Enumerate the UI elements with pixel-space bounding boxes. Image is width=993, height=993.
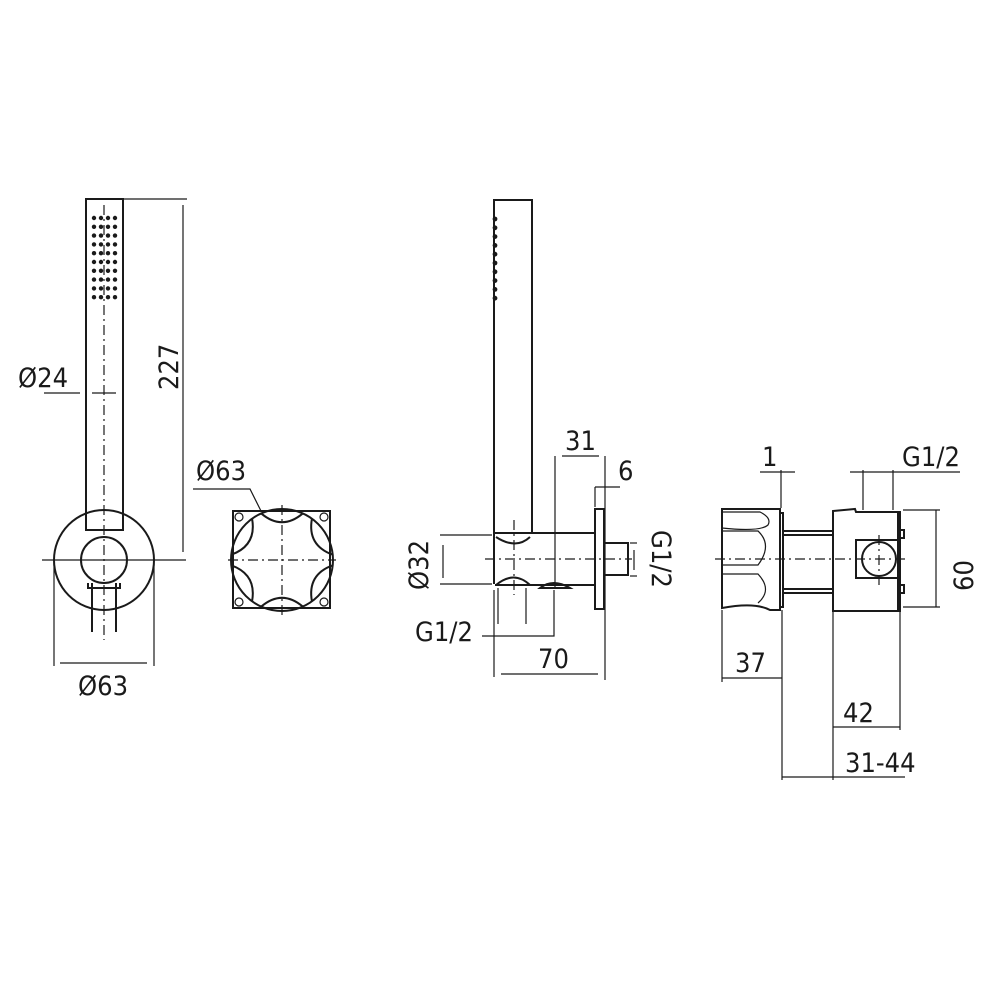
- dim-42: 42: [843, 698, 874, 729]
- spray-nozzles-side: [492, 216, 498, 301]
- lug: [899, 529, 905, 539]
- nozzle-dot: [105, 215, 111, 221]
- nozzle-dot: [105, 259, 111, 265]
- dim-g12-inlet: G1/2: [902, 442, 960, 473]
- dim-37: 37: [735, 648, 766, 679]
- dim-6: 6: [618, 456, 633, 487]
- nozzle-dot: [91, 295, 97, 300]
- nozzle-dot: [112, 251, 118, 256]
- nozzle-dot: [105, 277, 111, 282]
- leader-line: [193, 488, 262, 512]
- screw-hole: [319, 597, 329, 607]
- dim-g12-outlet: G1/2: [645, 530, 676, 588]
- dim-d32: Ø32: [404, 540, 435, 590]
- nozzle-dot: [98, 295, 104, 300]
- hose-connector: [537, 582, 574, 589]
- dim-1: 1: [762, 442, 777, 473]
- nozzle-dot: [112, 259, 118, 265]
- scallops: [230, 512, 334, 608]
- nozzle-dot: [112, 286, 118, 291]
- nozzle-dot: [105, 286, 111, 291]
- dim-d63-escutcheon: Ø63: [196, 456, 246, 487]
- valve-body-view: 1 G1/2 60 37 42 31-44: [715, 442, 980, 780]
- scallop: [230, 518, 254, 556]
- nozzle-dot: [492, 251, 498, 257]
- nozzle-dot: [492, 269, 498, 275]
- nozzle-dot: [492, 225, 498, 231]
- knob-grooves: [721, 511, 770, 604]
- nozzle-dot: [105, 242, 111, 247]
- scallop: [260, 512, 304, 524]
- spray-nozzles: [91, 215, 118, 300]
- nozzle-dot: [112, 215, 118, 221]
- dim-31-44: 31-44: [845, 748, 916, 779]
- screw-hole: [234, 512, 244, 522]
- screw-hole: [319, 512, 329, 522]
- dim-d63: Ø63: [78, 671, 128, 702]
- nozzle-dot: [112, 224, 118, 229]
- front-view: 227 Ø24 Ø63: [18, 198, 187, 702]
- nozzle-dot: [91, 277, 97, 282]
- scallop: [310, 518, 334, 556]
- nozzle-dot: [492, 260, 498, 266]
- hand-shower-side: [493, 199, 533, 534]
- stems: [783, 530, 833, 594]
- dim-60: 60: [949, 560, 980, 591]
- nozzle-dot: [98, 277, 104, 282]
- side-view: Ø32 31 6 G1/2 G1/2 70: [404, 199, 676, 680]
- knob: [721, 508, 781, 611]
- nozzle-dot: [492, 243, 498, 248]
- nozzle-dot: [492, 278, 498, 283]
- nozzle-dot: [91, 268, 97, 273]
- cover-plate: [779, 512, 784, 608]
- nozzle-dot: [105, 224, 111, 229]
- nozzle-dot: [105, 268, 111, 273]
- nozzle-dot: [492, 287, 498, 292]
- dim-227: 227: [154, 344, 185, 390]
- nozzle-dot: [98, 268, 104, 273]
- lug: [899, 584, 905, 594]
- nozzle-dot: [112, 242, 118, 247]
- screw-hole: [234, 597, 244, 607]
- nozzle-dot: [492, 216, 498, 222]
- nozzle-dot: [98, 286, 104, 291]
- nozzle-dot: [91, 215, 97, 221]
- nozzle-dot: [105, 295, 111, 300]
- nozzle-dot: [91, 259, 97, 265]
- nozzle-dot: [492, 234, 498, 240]
- nozzle-dot: [105, 251, 111, 256]
- nozzle-dot: [98, 224, 104, 229]
- nozzle-dot: [98, 215, 104, 221]
- nozzle-dot: [91, 233, 97, 238]
- nozzle-dot: [112, 277, 118, 282]
- nozzle-dot: [112, 233, 118, 238]
- nozzle-dot: [112, 268, 118, 273]
- nozzle-dot: [91, 251, 97, 256]
- nozzle-dot: [91, 242, 97, 247]
- nozzle-dot: [91, 224, 97, 229]
- scallop: [310, 564, 334, 602]
- dim-31: 31: [565, 426, 596, 457]
- nozzle-dot: [492, 295, 498, 301]
- nozzle-dot: [98, 242, 104, 247]
- dim-d24: Ø24: [18, 363, 68, 394]
- valve-box: [832, 507, 901, 612]
- nozzle-dot: [112, 295, 118, 300]
- nozzle-dot: [98, 233, 104, 238]
- nozzle-dot: [98, 251, 104, 256]
- leader-line: [482, 590, 555, 637]
- nozzle-dot: [98, 259, 104, 265]
- nozzle-dot: [105, 233, 111, 238]
- scallop: [230, 564, 254, 602]
- escutcheon-view: Ø63: [193, 456, 336, 615]
- dim-70: 70: [538, 644, 569, 675]
- nozzle-dot: [91, 286, 97, 291]
- hose: [87, 583, 121, 632]
- dim-g12-hose: G1/2: [415, 617, 473, 648]
- scallop: [260, 596, 304, 608]
